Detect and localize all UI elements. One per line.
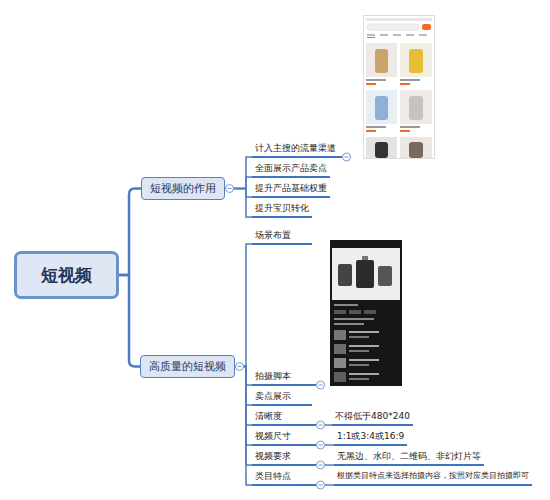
collapse-button [226, 185, 234, 193]
product-grid [366, 43, 432, 158]
main-topic: 短视频的作用 [141, 177, 225, 200]
branch-line [235, 367, 252, 466]
subtopic: 视频要求 [252, 450, 316, 466]
subtopic: 清晰度 [252, 410, 316, 426]
topic-text: 提升宝贝转化 [255, 202, 309, 214]
tab-underline [367, 37, 375, 38]
topic-text: 1:1或3:4或16:9 [337, 430, 404, 442]
subtopic: 提升宝贝转化 [252, 202, 312, 218]
subtopic: 1:1或3:4或16:9 [334, 430, 407, 446]
tab-row [367, 34, 427, 36]
branch-line [235, 244, 252, 367]
topic-text: 全面展示产品卖点 [255, 162, 327, 174]
topic-text: 视频尺寸 [255, 430, 313, 442]
search-button [422, 24, 431, 30]
topic-text: 视频要求 [255, 450, 313, 462]
topic-text: 短视频的作用 [150, 181, 216, 196]
subtopic: 全面展示产品卖点 [252, 162, 330, 178]
collapse-button [317, 421, 325, 429]
topic-text: 提升产品基础权重 [255, 182, 327, 194]
suitcase-picture [338, 256, 392, 288]
subtopic: 根据类目特点来选择拍摄内容，按照对应类目拍摄即可 [334, 470, 532, 486]
search-bar [367, 24, 419, 30]
branch-line [235, 367, 252, 446]
topic-text: 计入主搜的流量渠道 [255, 142, 339, 154]
subtopic: 无黑边、水印、二维码、非幻灯片等 [334, 450, 484, 466]
phone-screenshot [330, 240, 402, 386]
subtopic: 拍摄脚本 [252, 370, 316, 386]
topic-text: 无黑边、水印、二维码、非幻灯片等 [337, 450, 481, 462]
branch-line [119, 189, 141, 276]
subtopic: 视频尺寸 [252, 430, 316, 446]
subtopic: 场景布置 [252, 229, 312, 245]
branch-line [235, 367, 252, 426]
subtopic: 卖点展示 [252, 390, 312, 406]
phone-frame [330, 240, 402, 386]
collapse-button [317, 461, 325, 469]
collapse-button [236, 363, 244, 371]
status-bar [366, 18, 432, 21]
script-lines [334, 304, 376, 325]
root-topic: 短视频 [14, 251, 119, 299]
subtopic: 类目特点 [252, 470, 316, 486]
branch-line [235, 367, 252, 486]
subtopic: 不得低于480*240 [332, 410, 413, 426]
topic-text: 清晰度 [255, 410, 313, 422]
phone-frame [364, 16, 435, 159]
topic-text: 拍摄脚本 [255, 370, 313, 382]
collapse-button [317, 441, 325, 449]
branch-line [225, 157, 252, 189]
branch-line [235, 367, 252, 406]
video-frame [332, 248, 400, 300]
main-topic: 高质量的短视频 [140, 355, 235, 378]
collapse-button [317, 481, 325, 489]
collapse-button [343, 153, 351, 161]
comment-list [334, 330, 379, 382]
collapse-button [317, 381, 325, 389]
topic-text: 场景布置 [255, 229, 309, 241]
topic-text: 高质量的短视频 [149, 359, 226, 374]
topic-text: 类目特点 [255, 470, 313, 482]
topic-text: 不得低于480*240 [335, 410, 410, 422]
subtopic: 计入主搜的流量渠道 [252, 142, 342, 158]
phone-screenshot [363, 15, 435, 159]
branch-line [119, 275, 140, 367]
topic-text: 根据类目特点来选择拍摄内容，按照对应类目拍摄即可 [337, 470, 529, 482]
subtopic: 提升产品基础权重 [252, 182, 330, 198]
topic-text: 短视频 [41, 264, 92, 287]
topic-text: 卖点展示 [255, 390, 309, 402]
